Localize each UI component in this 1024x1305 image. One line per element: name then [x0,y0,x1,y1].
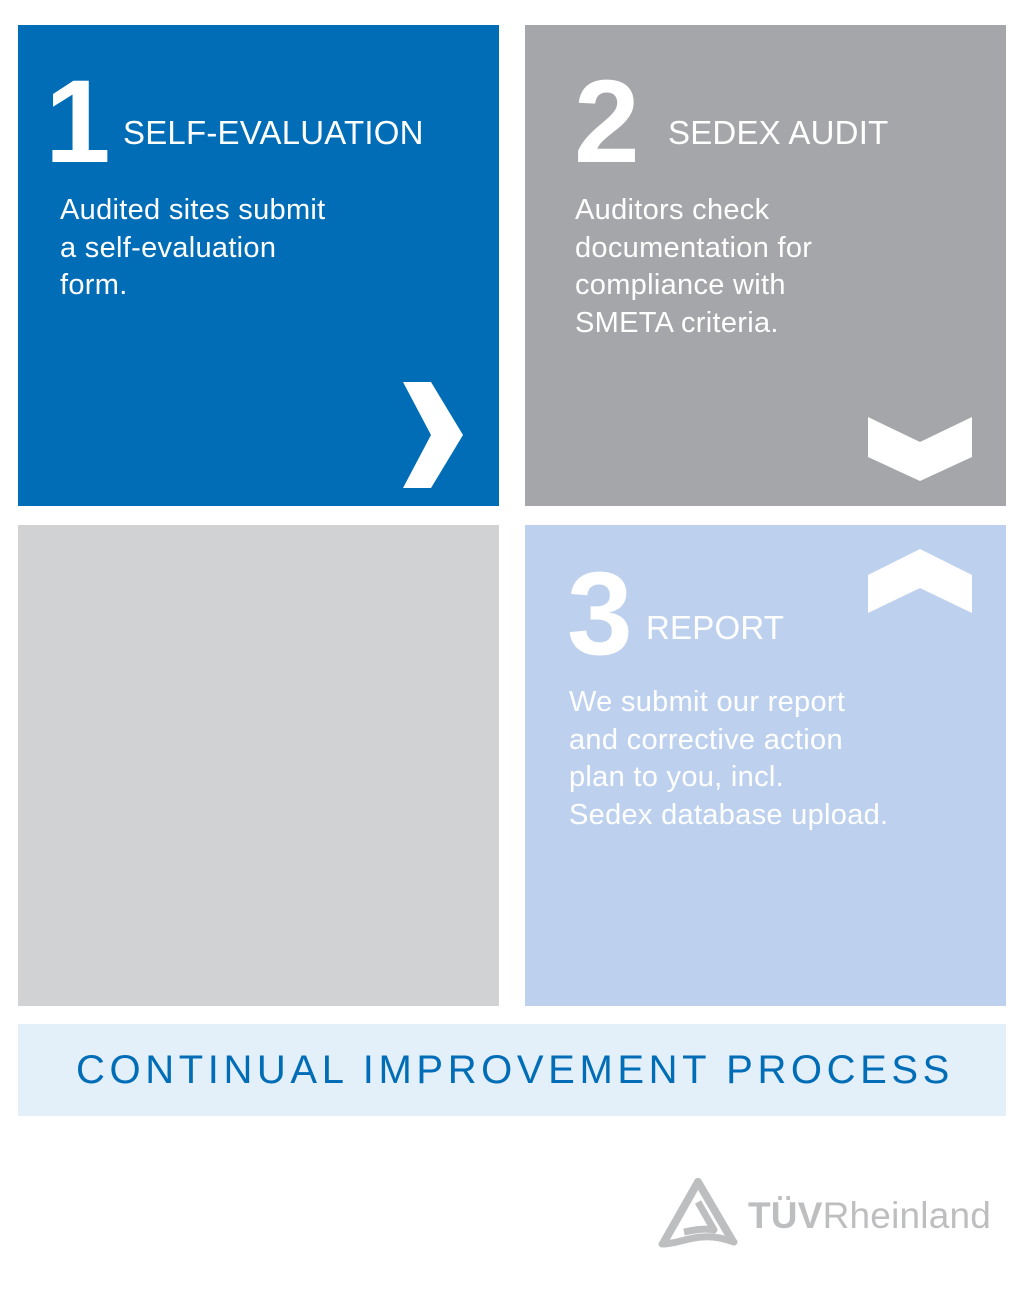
chevron-down-icon [868,417,972,481]
step-1-title: SELF-EVALUATION [123,114,424,151]
description-line: Audited sites submit [60,194,326,226]
continual-improvement-banner: CONTINUAL IMPROVEMENT PROCESS [18,1024,1006,1116]
step-2-tile: 2 SEDEX AUDIT Auditors check documentati… [525,25,1006,506]
step-3-tile: 3 REPORT We submit our report and correc… [525,525,1006,1006]
tuv-rheinland-logo: TÜVRheinland [658,1178,1010,1250]
description-line: SMETA criteria. [575,306,779,339]
step-2-title: SEDEX AUDIT [668,114,889,151]
chevron-right-icon [403,382,463,488]
logo-wordmark-regular: Rheinland [822,1195,992,1236]
logo-wordmark: TÜVRheinland [748,1197,991,1234]
step-2-number: 2 [574,56,640,188]
step-2-description: Auditors check documentation for complia… [575,192,812,342]
banner-text: CONTINUAL IMPROVEMENT PROCESS [76,1048,954,1092]
description-line: Auditors check [575,194,770,226]
description-line: and corrective action [569,723,843,756]
step-3-number: 3 [567,548,633,680]
description-line: form. [60,269,128,301]
description-line: Sedex database upload. [569,798,889,831]
step-1-number: 1 [45,56,111,188]
chevron-up-icon [868,549,972,613]
logo-wordmark-bold: TÜV [748,1195,823,1236]
description-line: documentation for [575,231,813,264]
description-line: compliance with [575,269,786,301]
step-3-description: We submit our report and corrective acti… [569,684,888,834]
tuv-triangle-logo-icon [658,1178,738,1248]
empty-gray-tile [18,525,499,1006]
description-line: plan to you, incl. [569,761,784,793]
description-line: We submit our report [569,686,846,718]
step-3-title: REPORT [646,609,785,646]
description-line: a self-evaluation [60,231,277,264]
step-1-description: Audited sites submit a self-evaluation f… [60,192,326,305]
step-1-tile: 1 SELF-EVALUATION Audited sites submit a… [18,25,499,506]
